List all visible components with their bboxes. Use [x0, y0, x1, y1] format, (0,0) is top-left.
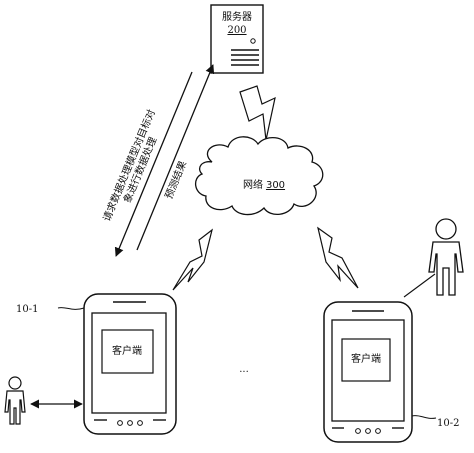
request-arrow	[114, 71, 193, 257]
client-right-ref: 10-2	[437, 418, 459, 429]
server-title: 服务器	[222, 10, 252, 23]
lightning-icon-right	[317, 226, 359, 289]
phone-right	[323, 301, 413, 443]
cloud-icon	[195, 136, 324, 216]
user-icon-left	[4, 376, 26, 425]
phone-left	[83, 293, 177, 435]
request-label-line1: 请求数据处理模型对目标对	[100, 107, 158, 223]
ellipsis: ...	[239, 364, 249, 375]
user-right-connector	[403, 273, 436, 298]
client-left-ref: 10-1	[16, 304, 38, 315]
result-arrow	[136, 64, 215, 251]
client-left-label: 客户端	[112, 344, 142, 357]
lightning-icon-server	[239, 85, 276, 141]
user-icon-right	[428, 218, 464, 296]
leader-line-left	[57, 307, 85, 310]
server-number: 200	[227, 25, 246, 36]
client-right-label: 客户端	[351, 352, 381, 365]
leader-line-right	[411, 415, 437, 419]
lightning-icon-left	[172, 228, 214, 291]
server-icon	[210, 4, 264, 74]
